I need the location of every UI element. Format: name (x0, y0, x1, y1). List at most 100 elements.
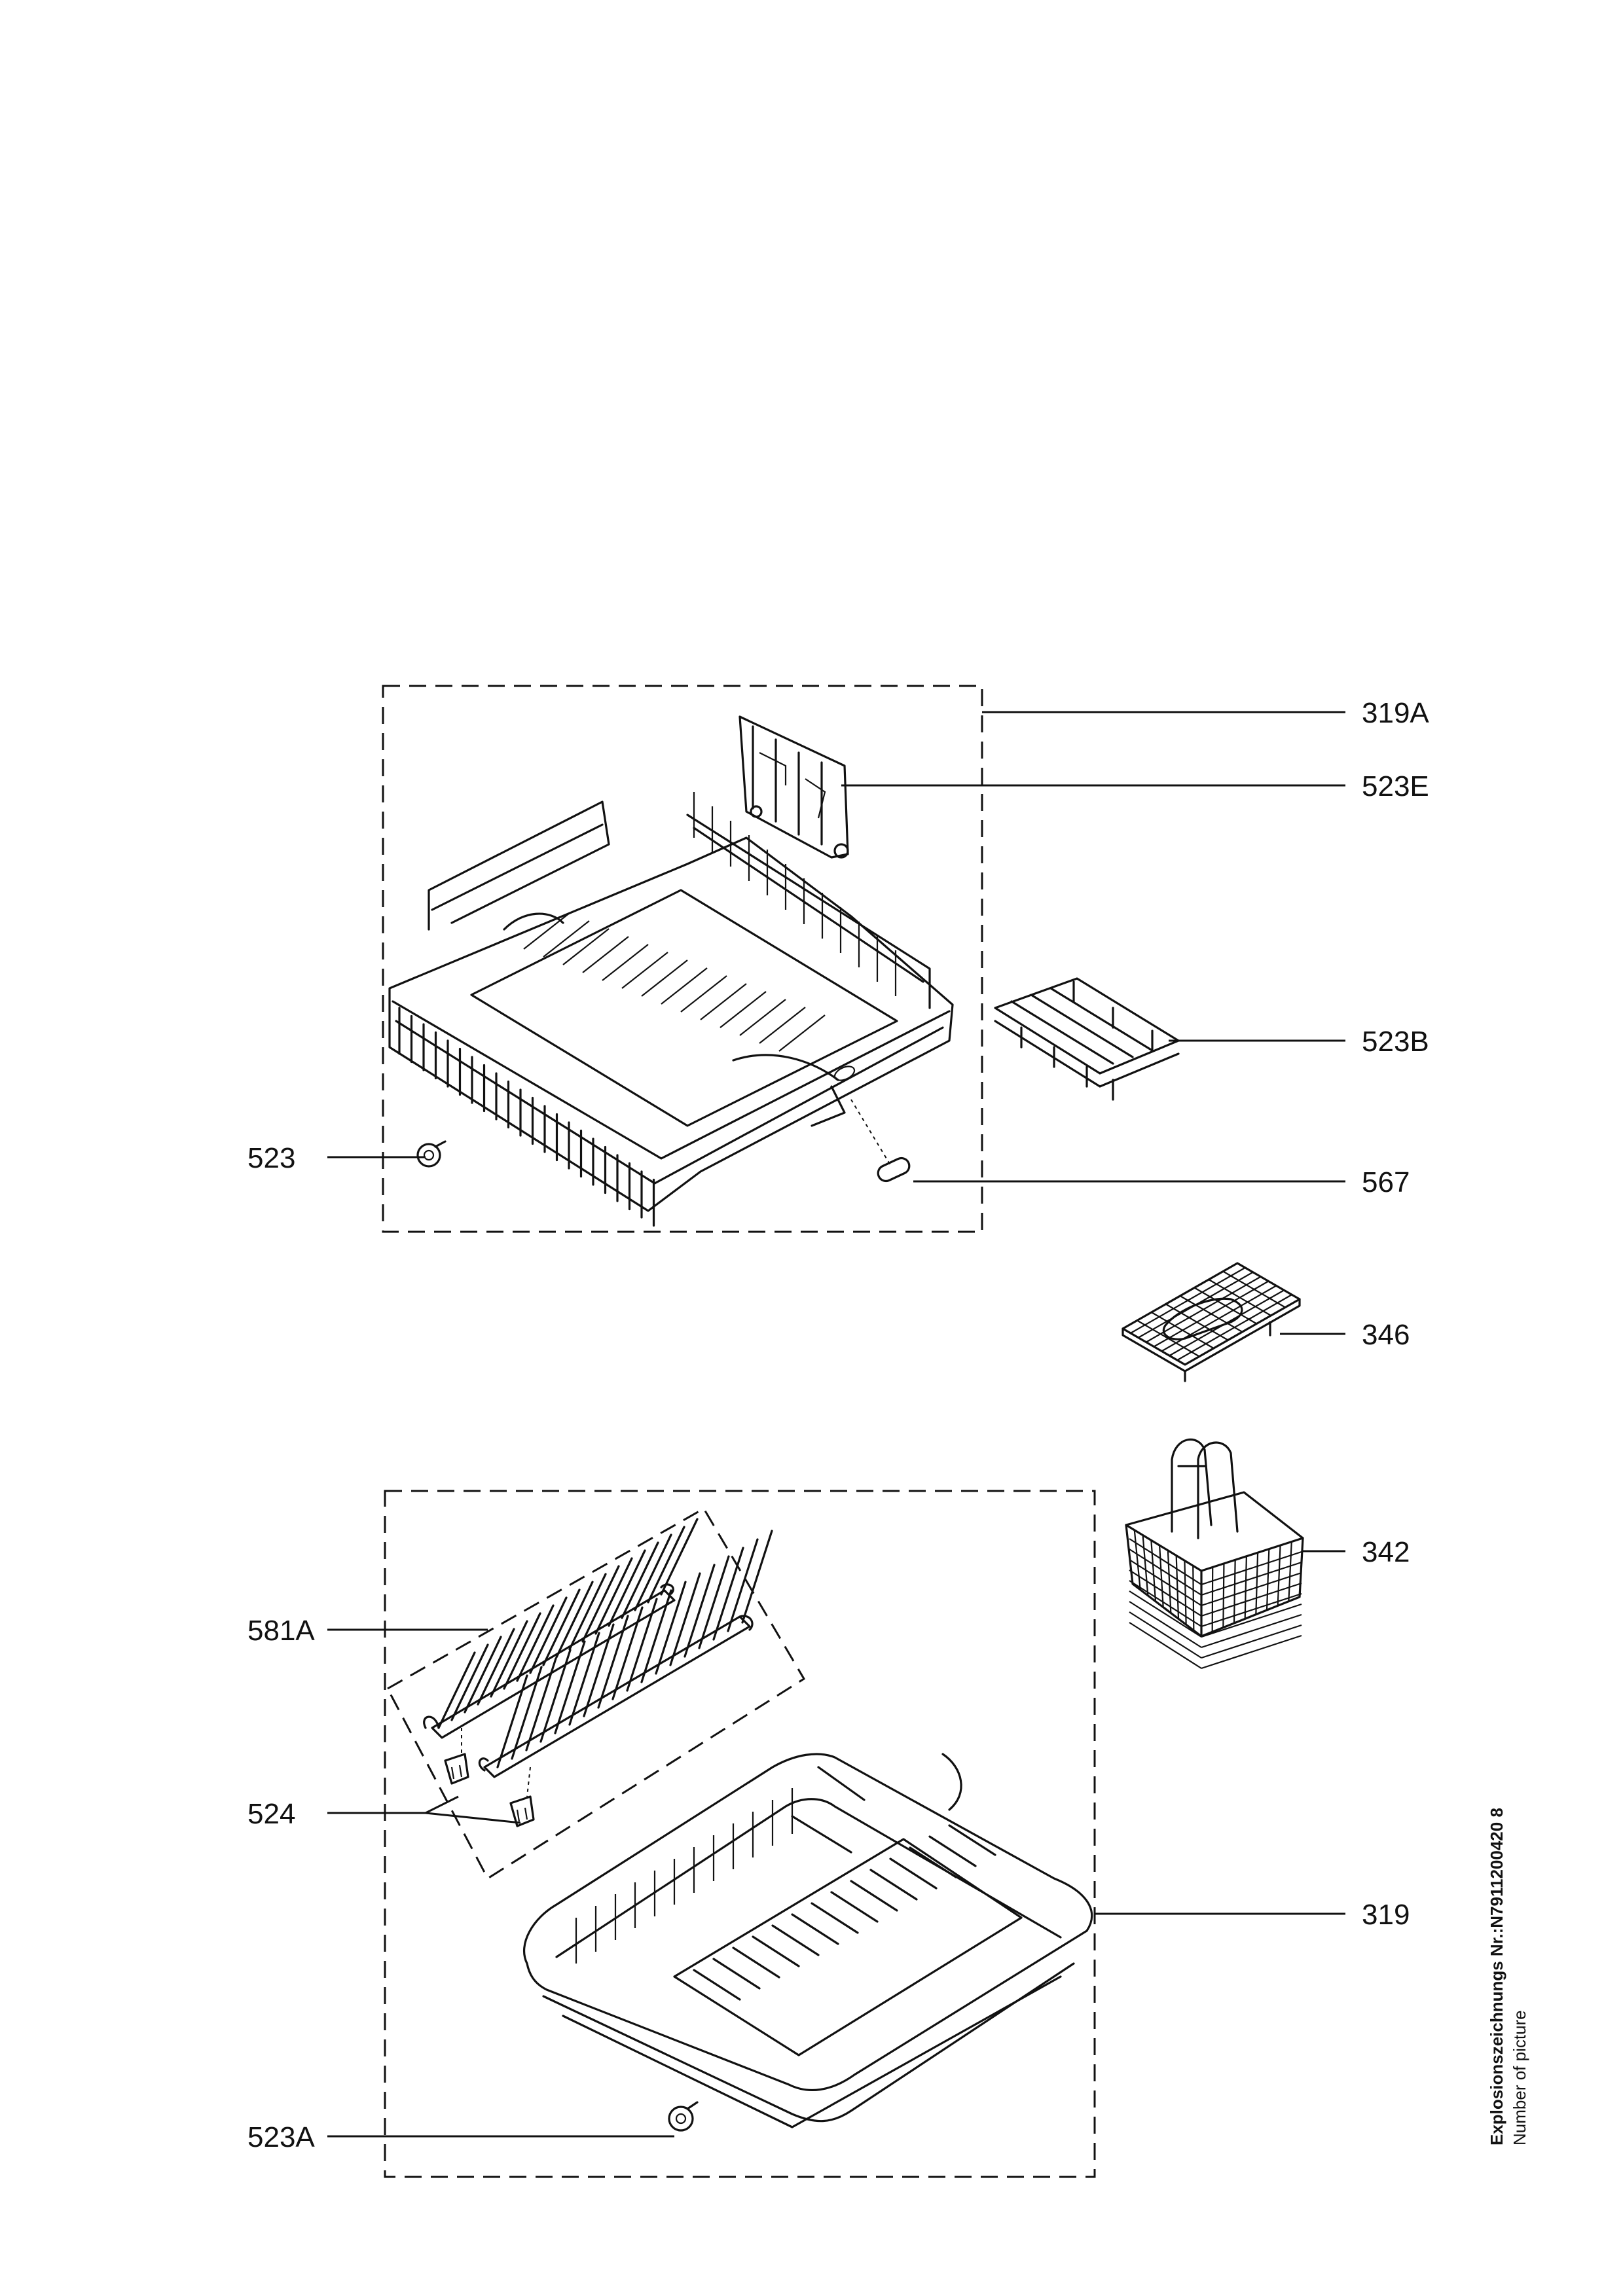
tine-581A-a (568, 1573, 607, 1651)
upper-rack-tine (759, 1007, 806, 1044)
label-581A: 581A (247, 1615, 315, 1647)
lower-tine (712, 1958, 761, 1990)
mesh-line (1201, 1571, 1302, 1607)
lower-tine (948, 1824, 996, 1856)
tine-581A-b (554, 1640, 586, 1734)
mesh-line (1201, 1551, 1302, 1586)
mesh-line (1233, 1560, 1236, 1624)
tine-581A-a (450, 1643, 489, 1721)
upper-basket-drawing (388, 800, 954, 1212)
part-523E-cup-shelf (739, 715, 849, 859)
upper-rack-tine (621, 952, 668, 989)
mesh-line (1175, 1555, 1180, 1619)
tine-581A-b (539, 1649, 572, 1743)
tine-581A-b (525, 1657, 557, 1751)
tine-581A-b (712, 1547, 744, 1641)
tine-581A-b (496, 1674, 528, 1768)
mesh-line (1201, 1592, 1302, 1628)
lower-tine (791, 1913, 839, 1945)
grid-line (1194, 1287, 1257, 1325)
lower-tine (693, 1969, 741, 2001)
upper-rack-tine (523, 912, 570, 950)
tine-581A-b (655, 1581, 687, 1675)
mesh-line (1129, 1559, 1202, 1606)
mesh-line (1244, 1556, 1247, 1619)
lower-tine (869, 1869, 918, 1901)
part-581A-tines (437, 1518, 773, 1768)
tine-581A-b (568, 1632, 600, 1726)
lower-tine (732, 1946, 780, 1979)
lower-basket-group-frame (384, 1490, 1096, 2178)
part-342-basket-mesh (1129, 1530, 1302, 1670)
part-523A-wheel (668, 2101, 699, 2132)
grid-line (1176, 1294, 1292, 1361)
leader-lines (327, 711, 1345, 2138)
mesh-line (1150, 1540, 1157, 1602)
tine-581A-b (640, 1589, 672, 1683)
drawing-number-title: Explosionszeichnungs Nr.:N7911200420 8 (1487, 1808, 1506, 2145)
tine-581A-b (611, 1606, 644, 1700)
label-523B: 523B (1362, 1026, 1429, 1058)
grid-line (1153, 1280, 1269, 1348)
mesh-line (1201, 1603, 1302, 1638)
tine-581A-b (727, 1538, 759, 1632)
tine-581A-a (581, 1565, 620, 1643)
mesh-line (1159, 1545, 1164, 1607)
upper-rack-tine (641, 960, 688, 997)
label-523: 523 (247, 1142, 295, 1174)
mesh-line (1201, 1634, 1302, 1670)
tine-581A-a (594, 1557, 633, 1635)
mesh-line (1192, 1566, 1195, 1631)
mesh-line (1201, 1624, 1302, 1659)
part-346-grid-lines (1130, 1266, 1292, 1361)
mesh-line (1255, 1552, 1259, 1615)
tine-581A-a (437, 1651, 476, 1729)
mesh-line (1129, 1549, 1202, 1596)
tine-581A-a (516, 1604, 555, 1682)
mesh-line (1266, 1549, 1270, 1611)
label-524: 524 (247, 1798, 295, 1830)
mesh-line (1288, 1541, 1292, 1602)
upper-rack-tine (562, 928, 610, 965)
upper-rack-tine (720, 991, 767, 1028)
mesh-line (1129, 1611, 1202, 1659)
upper-rack-tine (680, 975, 727, 1013)
mesh-line (1201, 1582, 1302, 1617)
label-567: 567 (1362, 1166, 1410, 1198)
lower-tine (928, 1835, 977, 1867)
tine-581A-b (684, 1564, 716, 1658)
grid-line (1161, 1285, 1277, 1352)
tine-581A-a (503, 1612, 541, 1690)
mesh-line (1184, 1560, 1187, 1625)
label-346: 346 (1362, 1319, 1410, 1351)
grid-line (1222, 1270, 1286, 1308)
mesh-line (1167, 1550, 1172, 1613)
mesh-line (1129, 1601, 1202, 1648)
part-581A-tine-rack-2 (478, 1615, 754, 1778)
upper-rack-tine (778, 1014, 826, 1052)
tine-581A-a (464, 1636, 502, 1713)
label-523A: 523A (247, 2121, 315, 2153)
grid-line (1169, 1289, 1285, 1357)
tine-581A-b (741, 1530, 773, 1624)
tine-581A-a (477, 1628, 515, 1706)
grid-line (1208, 1279, 1271, 1316)
lower-tine (752, 1935, 800, 1967)
upper-basket-rack-tines (523, 792, 897, 1052)
upper-rack-tine (582, 936, 629, 973)
mesh-line (1201, 1613, 1302, 1649)
mesh-line (1133, 1530, 1141, 1590)
tine-581A-a (608, 1549, 646, 1627)
tine-581A-b (698, 1555, 730, 1649)
lower-tine (889, 1857, 938, 1890)
tine-581A-b (511, 1666, 543, 1760)
lower-tine (850, 1880, 898, 1912)
lower-tine (771, 1924, 820, 1956)
mesh-line (1277, 1545, 1281, 1606)
part-567-clip (833, 1066, 911, 1183)
lower-basket-drawing (523, 1753, 1093, 2128)
upper-rack-tine (661, 967, 708, 1005)
upper-rack-tine (543, 920, 590, 958)
label-319: 319 (1362, 1899, 1410, 1931)
